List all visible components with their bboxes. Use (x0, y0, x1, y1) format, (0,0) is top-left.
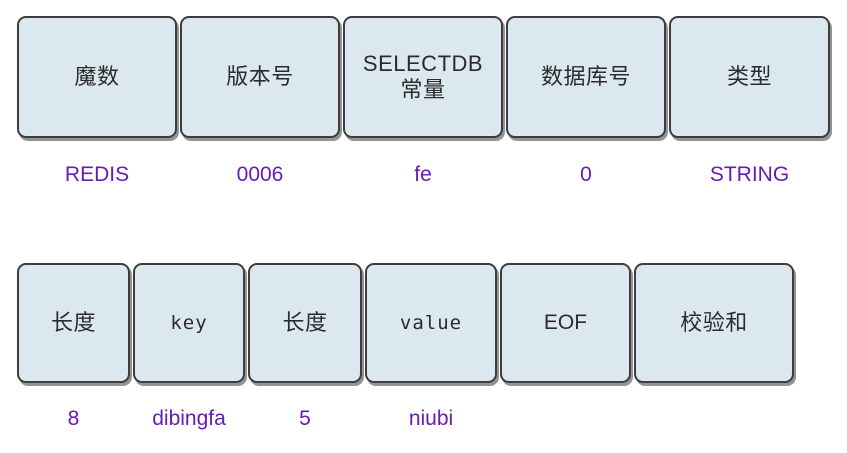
field-box-label: EOF (543, 310, 588, 334)
field-box: EOF (500, 263, 631, 383)
field-box: 版本号 (180, 16, 340, 138)
field-box-label: key (170, 311, 208, 334)
field-box-label: 长度 (282, 310, 328, 336)
field-box: 长度 (248, 263, 362, 383)
rdb-header-row: 魔数 版本号 SELECTDB 常量 数据库号 类型 REDIS 0006 fe 0 STRING (0, 16, 847, 198)
field-value-label: dibingfa (152, 407, 226, 430)
field-box-label: 类型 (726, 64, 772, 90)
field-box: 数据库号 (506, 16, 666, 138)
field-box: key (133, 263, 245, 383)
field-box-label: value (399, 311, 463, 334)
field-value-label: REDIS (64, 163, 130, 186)
field-box: 校验和 (634, 263, 794, 383)
field-box-label: 版本号 (226, 64, 294, 90)
field-value-label: 0 (580, 163, 592, 186)
field-value-label: fe (414, 163, 432, 186)
field-value-label: niubi (408, 407, 454, 430)
rdb-body-row: 长度 key 长度 value EOF 校验和 8 dibingfa 5 niubi (0, 263, 847, 443)
field-value-label: 0006 (236, 163, 284, 186)
field-box: 魔数 (17, 16, 177, 138)
field-box-label: 数据库号 (540, 64, 631, 90)
field-box-label: 长度 (50, 310, 96, 336)
field-box: value (365, 263, 497, 383)
field-box: 长度 (17, 263, 130, 383)
field-box: SELECTDB 常量 (343, 16, 503, 138)
field-box-label: 校验和 (680, 310, 748, 336)
field-value-label: 8 (67, 407, 80, 430)
field-box: 类型 (669, 16, 830, 138)
field-box-label: 魔数 (74, 64, 120, 90)
field-value-label: 5 (299, 407, 311, 430)
field-box-label: SELECTDB 常量 (362, 51, 484, 102)
field-value-label: STRING (709, 163, 790, 186)
